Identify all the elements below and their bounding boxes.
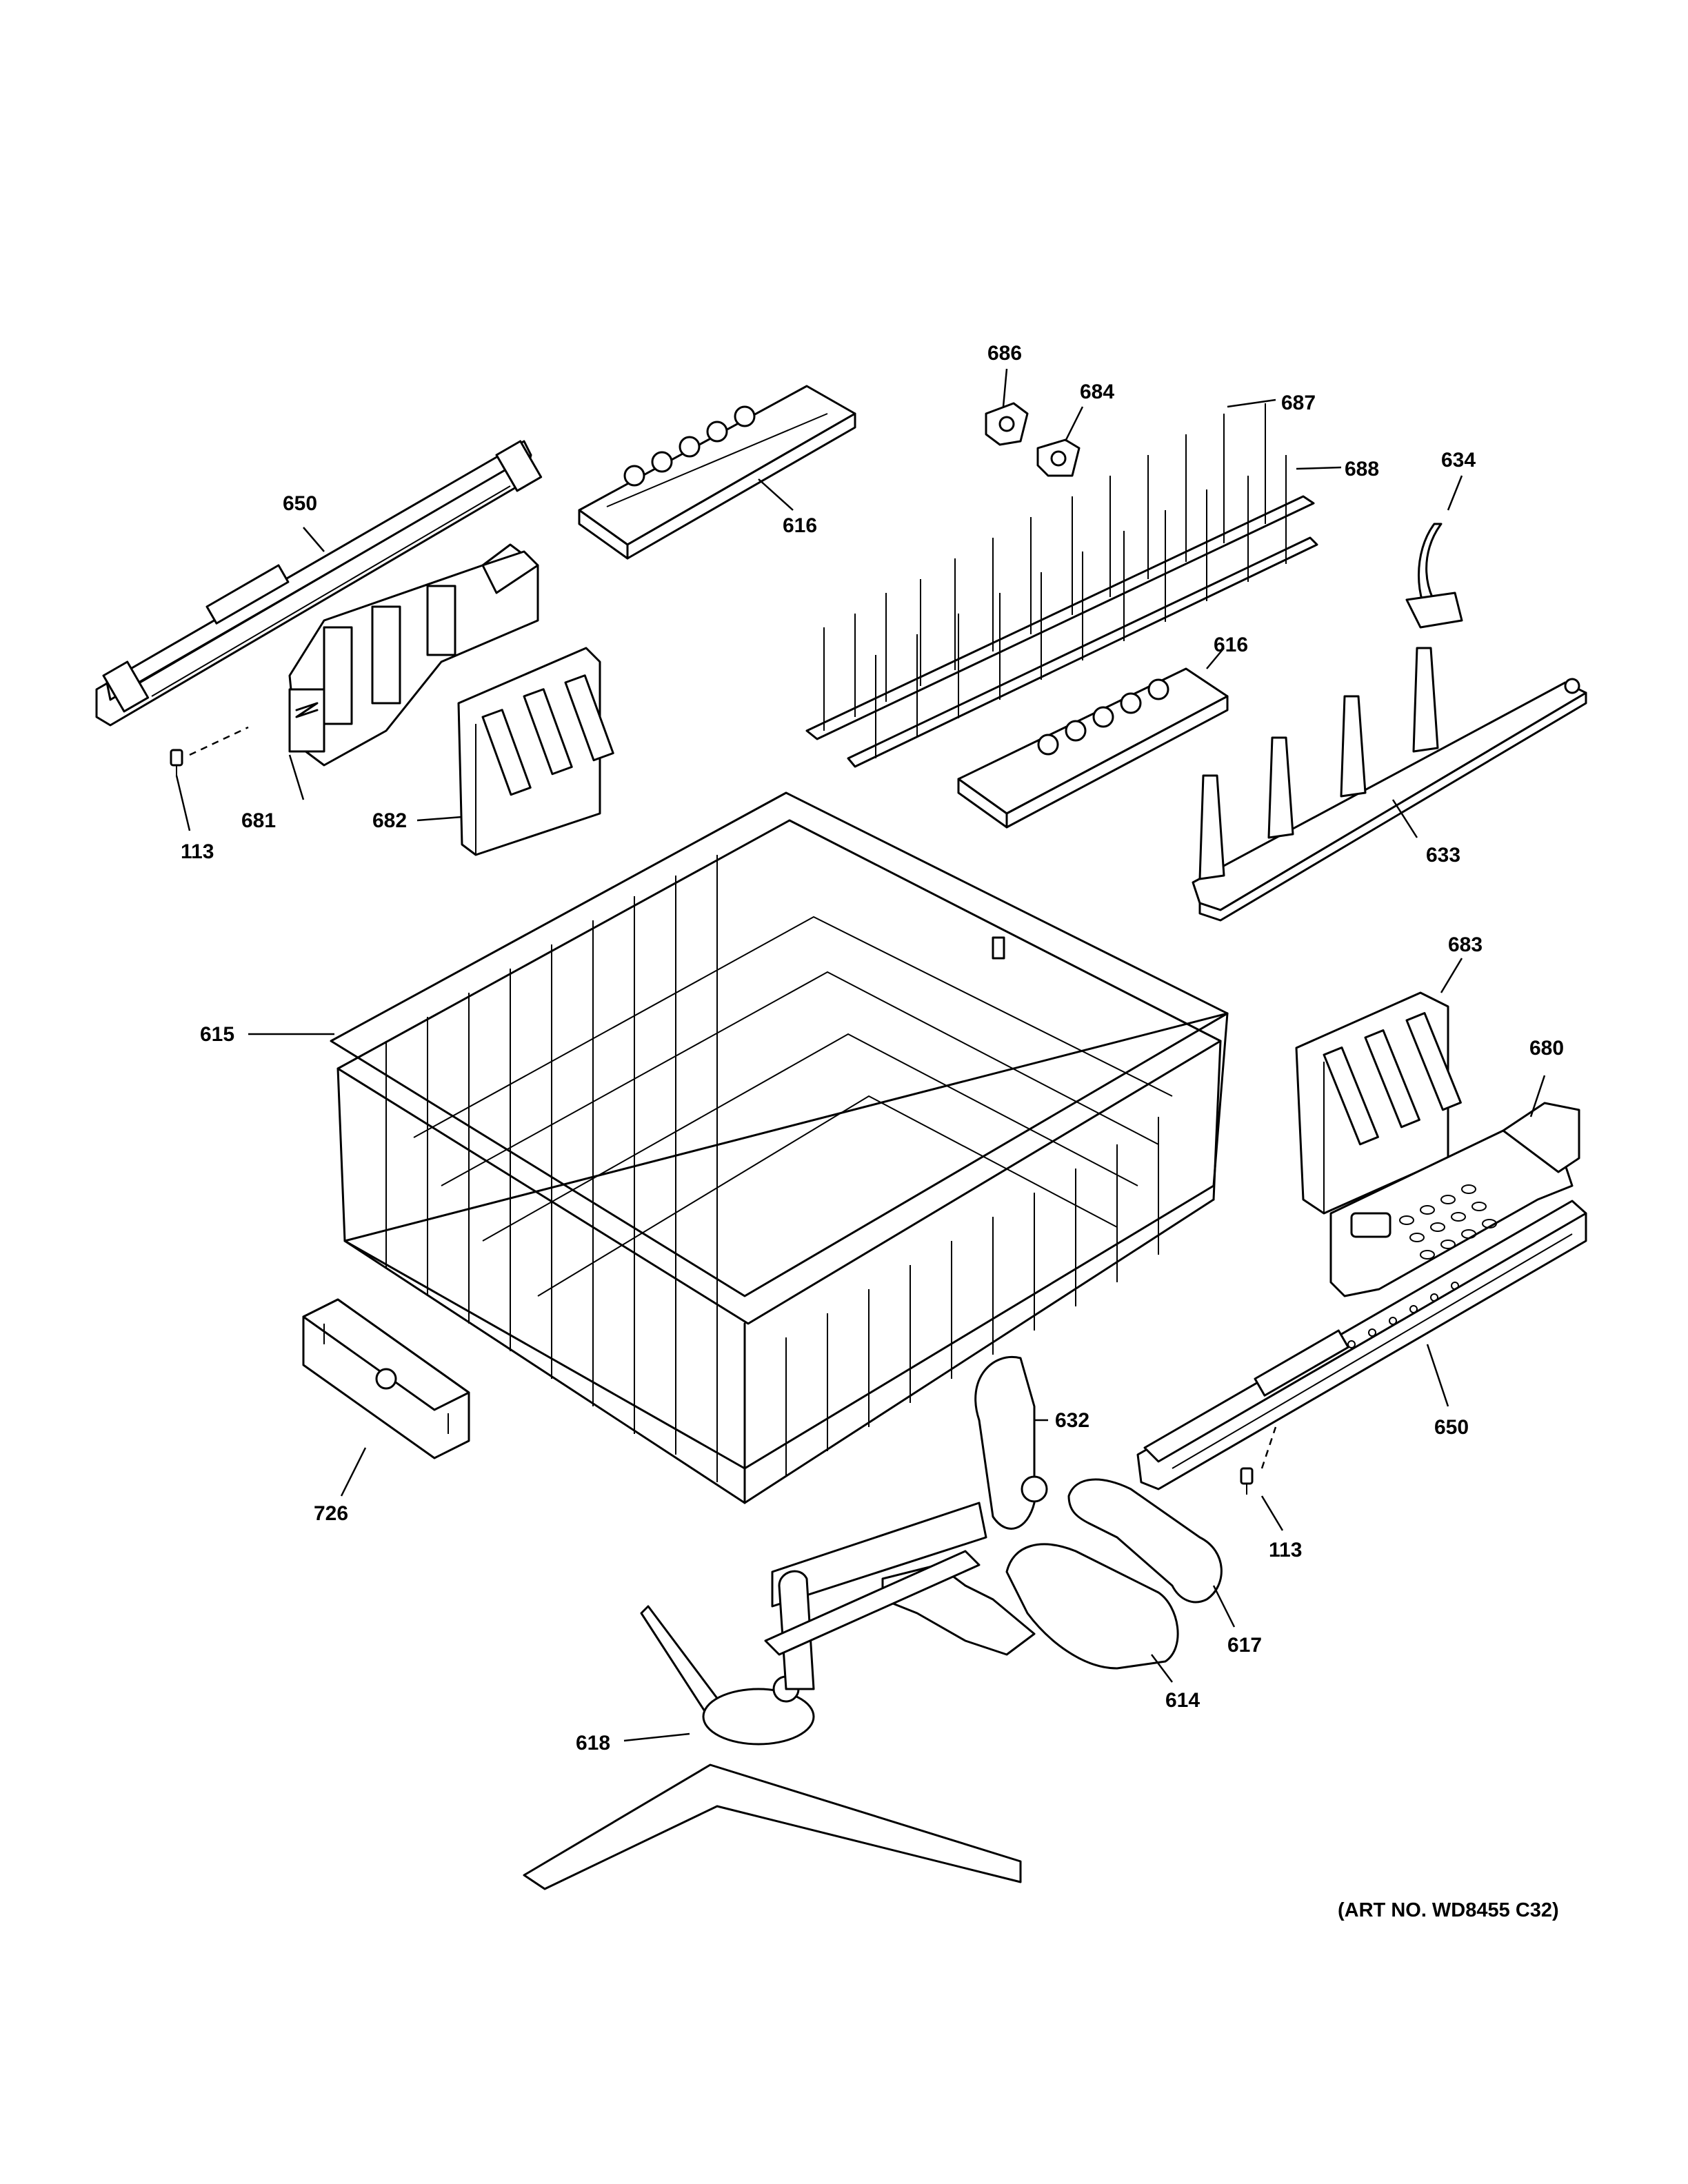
callout-616-middle: 616 [1214, 634, 1248, 656]
callout-617: 617 [1227, 1634, 1262, 1657]
callout-618: 618 [576, 1732, 610, 1755]
callout-687: 687 [1281, 392, 1316, 414]
callout-labels: 650 616 686 684 687 688 634 616 681 682 … [181, 342, 1564, 1755]
water-conduit-upper[interactable] [771, 1356, 1048, 1608]
callout-113-left: 113 [181, 840, 214, 863]
brand-badge[interactable] [302, 1298, 470, 1459]
callout-680: 680 [1529, 1037, 1564, 1060]
fixed-tine-row[interactable] [805, 403, 1318, 768]
callout-616-top: 616 [783, 514, 817, 537]
tine-clip-684[interactable] [1036, 438, 1081, 477]
left-rack-rail[interactable] [95, 440, 543, 727]
callout-682: 682 [372, 809, 407, 832]
rack-adjuster-right[interactable] [1329, 1102, 1580, 1297]
screw-right[interactable] [1240, 1467, 1254, 1495]
leader-lines [175, 368, 1546, 1742]
callout-681: 681 [241, 809, 276, 832]
callout-683: 683 [1448, 933, 1483, 956]
tine-clip-686[interactable] [985, 402, 1029, 446]
callout-633: 633 [1426, 844, 1460, 867]
callout-726: 726 [314, 1502, 348, 1525]
conduit-housing[interactable] [881, 1543, 1179, 1670]
rack-adjuster-cover-left[interactable] [457, 647, 614, 856]
folding-tine-row-top[interactable] [578, 385, 856, 560]
art-number: (ART NO. WD8455 C32) [1338, 1899, 1559, 1921]
spray-arm[interactable] [523, 1550, 1022, 1890]
right-rack-rail[interactable] [1136, 1200, 1587, 1490]
callout-688: 688 [1345, 458, 1379, 481]
callout-686: 686 [987, 342, 1022, 365]
water-tube[interactable] [1067, 1478, 1223, 1604]
callout-632: 632 [1055, 1409, 1089, 1432]
rack-adjuster-left[interactable] [288, 543, 539, 767]
folding-tine-row-middle[interactable] [957, 667, 1229, 829]
callout-614: 614 [1165, 1689, 1200, 1712]
callout-615: 615 [200, 1023, 234, 1046]
screw-left[interactable] [170, 749, 183, 776]
callout-634: 634 [1441, 449, 1476, 472]
callout-684: 684 [1080, 381, 1114, 403]
spray-arm-clip[interactable] [1405, 523, 1463, 629]
callout-650-top: 650 [283, 492, 317, 515]
callout-650-right: 650 [1434, 1416, 1469, 1439]
rack-adjuster-cover-right[interactable] [1295, 991, 1462, 1215]
callout-113-right: 113 [1269, 1539, 1302, 1561]
upper-dish-rack[interactable] [330, 791, 1229, 1504]
spray-arm-manifold[interactable] [1192, 647, 1587, 922]
